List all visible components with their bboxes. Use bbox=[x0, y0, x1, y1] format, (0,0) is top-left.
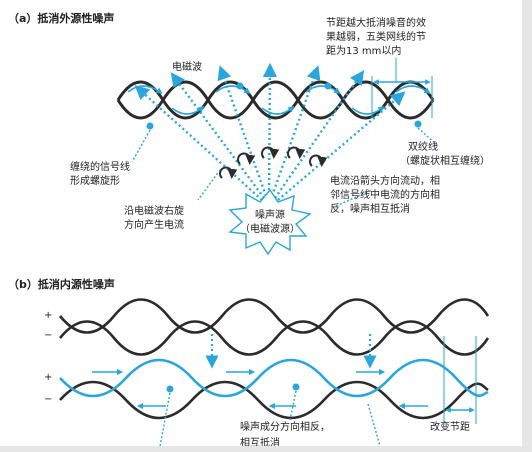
label-em-wave: 电磁波 bbox=[172, 60, 202, 73]
label-twisted-2: （螺旋状相互缠绕） bbox=[400, 154, 490, 167]
label-noise-2: 相互抵消 bbox=[240, 436, 280, 449]
induced-current-curls bbox=[219, 146, 328, 179]
pair1-wire-a bbox=[58, 298, 490, 334]
helix-dots bbox=[146, 82, 422, 130]
leader-lines-b bbox=[159, 390, 381, 447]
pair2-plus: + bbox=[44, 372, 52, 383]
pair2-wire-a bbox=[59, 380, 489, 420]
pair2-minus: − bbox=[44, 394, 52, 405]
label-helix-2: 形成螺旋形 bbox=[70, 174, 120, 187]
label-pitch-2: 果越弱，五类网线的节 bbox=[326, 30, 426, 43]
frame-right bbox=[522, 0, 532, 452]
noise-source-subtitle: （电磁波源） bbox=[240, 222, 300, 235]
pair1-plus: + bbox=[44, 310, 52, 321]
noise-source-title: 噪声源 bbox=[255, 208, 285, 221]
label-noise-1: 噪声成分方向相反， bbox=[240, 420, 330, 433]
pair1-wire-b bbox=[58, 320, 490, 356]
twisted-pair-b1 bbox=[58, 298, 490, 356]
crosstalk-arrows bbox=[205, 334, 377, 369]
label-helix-1: 缠绕的信号线 bbox=[70, 160, 130, 173]
current-flow-arcs bbox=[127, 85, 431, 115]
signal-wire-1 bbox=[116, 80, 435, 120]
twisted-pair-b2 bbox=[59, 358, 489, 420]
label-pitch-1: 节距越大抵消噪音的效 bbox=[326, 16, 426, 29]
label-induced-1: 沿电磁波右旋 bbox=[124, 204, 184, 217]
leader-lines-a bbox=[131, 127, 439, 207]
label-cancel-3: 反，噪声相互抵消 bbox=[330, 202, 410, 215]
frame-bottom bbox=[0, 446, 532, 452]
change-pitch-dimension bbox=[443, 336, 477, 424]
label-pitch-3: 距为13 mm以内 bbox=[326, 44, 401, 57]
pair1-minus: − bbox=[44, 330, 52, 341]
twisted-pair-a bbox=[116, 80, 435, 120]
label-cancel-2: 邻信号线中电流的方向相 bbox=[330, 188, 440, 201]
signal-wire-2 bbox=[116, 80, 435, 120]
noise-source: 噪声源 （电磁波源） bbox=[228, 188, 312, 256]
starburst-icon bbox=[228, 188, 312, 256]
section-b-title: （b）抵消内源性噪声 bbox=[8, 277, 115, 291]
section-a-title: （a）抵消外源性噪声 bbox=[8, 11, 114, 25]
pair2-current-arrows bbox=[92, 368, 428, 410]
label-twisted-1: 双绞线 bbox=[408, 140, 438, 153]
pitch-dimension bbox=[371, 58, 433, 118]
pair2-dots bbox=[166, 383, 300, 393]
label-cancel-1: 电流沿箭头方向流动，相 bbox=[330, 174, 440, 187]
label-change-pitch: 改变节距 bbox=[430, 420, 470, 433]
pair2-wire-b bbox=[59, 358, 489, 398]
em-wave-rays bbox=[134, 62, 406, 201]
label-induced-2: 方向产生电流 bbox=[124, 218, 184, 231]
